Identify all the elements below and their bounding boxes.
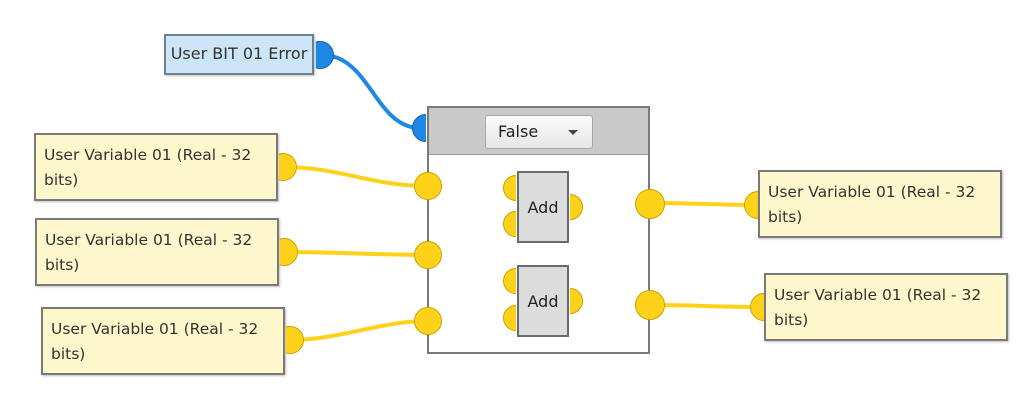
chevron-down-icon	[568, 130, 578, 135]
add-operator-1[interactable]: Add	[517, 171, 569, 243]
input-variable-label-1: User Variable 01 (Real - 32 bits)	[44, 146, 252, 189]
output-variable-node-2[interactable]: User Variable 01 (Real - 32 bits)	[764, 273, 1008, 341]
input-variable-node-2[interactable]: User Variable 01 (Real - 32 bits)	[35, 218, 279, 286]
input3-to-condition-wire[interactable]	[289, 319, 429, 342]
condition-value-text: False	[498, 122, 539, 141]
input-variable-node-3[interactable]: User Variable 01 (Real - 32 bits)	[41, 307, 285, 375]
input1-to-condition-wire[interactable]	[282, 165, 429, 188]
output-variable-label-1: User Variable 01 (Real - 32 bits)	[768, 183, 976, 226]
input-variable-label-3: User Variable 01 (Real - 32 bits)	[51, 320, 259, 363]
output-variable-label-2: User Variable 01 (Real - 32 bits)	[774, 286, 982, 329]
add-operator-2[interactable]: Add	[517, 265, 569, 337]
output2-wire[interactable]	[649, 303, 765, 309]
condition-input-port-3[interactable]	[414, 307, 442, 335]
condition-output-port-2[interactable]	[635, 290, 665, 320]
output-variable-node-1[interactable]: User Variable 01 (Real - 32 bits)	[758, 170, 1002, 238]
bit-input-label: User BIT 01 Error	[170, 44, 308, 63]
input2-to-condition-wire[interactable]	[282, 250, 429, 257]
output1-wire[interactable]	[649, 201, 759, 207]
bit-input-node[interactable]: User BIT 01 Error	[164, 34, 314, 75]
bit-to-condition-wire[interactable]	[321, 53, 421, 130]
input-variable-node-1[interactable]: User Variable 01 (Real - 32 bits)	[34, 133, 278, 201]
input-variable-label-2: User Variable 01 (Real - 32 bits)	[45, 231, 253, 274]
condition-input-port-2[interactable]	[414, 241, 442, 269]
add-operator-label-1: Add	[527, 198, 559, 217]
condition-block-header: False	[429, 108, 648, 155]
add-operator-label-2: Add	[527, 292, 559, 311]
condition-value-dropdown[interactable]: False	[485, 115, 593, 149]
condition-output-port-1[interactable]	[635, 189, 665, 219]
condition-input-port-1[interactable]	[414, 172, 442, 200]
